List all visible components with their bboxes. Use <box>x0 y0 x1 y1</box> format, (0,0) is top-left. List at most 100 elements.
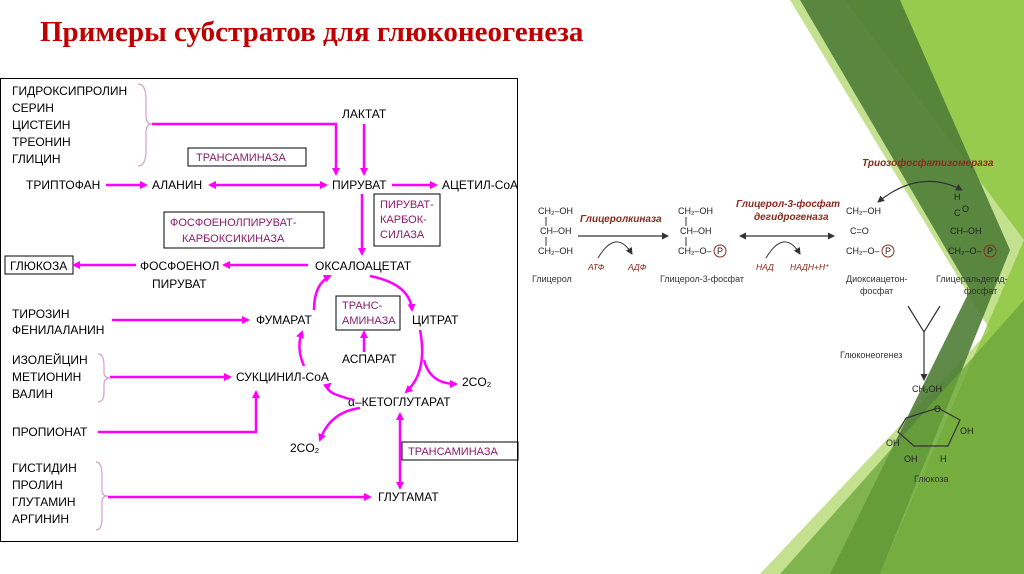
enzyme-glycerol-kinase: Глицеролкиназа <box>580 214 662 225</box>
glycerol-ch2oh-bottom: CH₂–OH <box>538 246 573 256</box>
label-oxaloacetate: ОКСАЛОАЦЕТАТ <box>315 259 412 273</box>
label-adp: АДФ <box>627 262 647 272</box>
glucose-ring: CH₂OH O OH OH OH H Глюкоза <box>886 384 974 484</box>
label-nad: НАД <box>756 262 774 272</box>
arrow-tpi-isomerization <box>877 180 963 203</box>
g3p-structure: CH₂–OH CH–OH CH₂–O– P Глицерол-3-фосфат <box>660 206 744 284</box>
pathway-frame <box>0 78 518 542</box>
enzyme-transaminase-top: ТРАНСАМИНАЗА <box>196 152 287 164</box>
label-valine: ВАЛИН <box>12 387 53 401</box>
arrow-trioses-to-glucose <box>907 305 941 380</box>
dhap-co: C=O <box>850 226 869 236</box>
enzyme-pepck-line2: КАРБОКСИКИНАЗА <box>182 233 285 245</box>
label-histidine: ГИСТИДИН <box>12 461 77 475</box>
amino-group-1: ГИДРОКСИПРОЛИН СЕРИН ЦИСТЕИН ТРЕОНИН ГЛИ… <box>12 83 153 167</box>
green-shape-deep <box>780 300 1024 574</box>
ring-ch2oh: CH₂OH <box>912 384 942 394</box>
label-gluconeogenesis: Глюконеогенез <box>840 350 902 360</box>
enzyme-transaminase-mid-line2: АМИНАЗА <box>342 315 396 327</box>
enzyme-box-pc <box>373 193 441 247</box>
label-acetyl-coa: АЦЕТИЛ-CoA <box>442 178 518 192</box>
dhap-structure: CH₂–OH C=O CH₂–O– P Диоксиацетон- фосфат <box>846 206 907 296</box>
dhap-label-line2: фосфат <box>860 286 893 296</box>
label-pyruvate: ПИРУВАТ <box>332 178 387 192</box>
slide-title: Примеры субстратов для глюконеогенеза <box>40 16 584 48</box>
label-fumarate: ФУМАРАТ <box>256 313 312 327</box>
gap-structure: H O C CH–OH CH₂–O– P Глицеральдегид- фос… <box>936 192 1007 296</box>
ring-h: H <box>940 454 947 464</box>
ring-o: O <box>934 404 941 414</box>
label-citrate: ЦИТРАТ <box>412 313 459 327</box>
g3p-phosphate: P <box>717 246 723 256</box>
label-pep-line2: ПИРУВАТ <box>152 277 207 291</box>
glycerol-ch2oh-top: CH₂–OH <box>538 206 573 216</box>
glycerol-label: Глицерол <box>532 274 572 284</box>
g3p-label: Глицерол-3-фосфат <box>660 274 744 284</box>
gap-ch2op: CH₂–O– <box>948 246 982 256</box>
label-glycine: ГЛИЦИН <box>12 152 61 166</box>
gap-c: C <box>954 208 961 218</box>
dhap-ch2oh: CH₂–OH <box>846 206 881 216</box>
arrow-akg-to-succinylcoa <box>322 382 355 402</box>
label-propionate: ПРОПИОНАТ <box>12 425 88 439</box>
label-cysteine: ЦИСТЕИН <box>12 118 70 132</box>
gap-label-line1: Глицеральдегид- <box>936 274 1007 284</box>
enzyme-transaminase-mid-line1: ТРАНС- <box>342 300 383 312</box>
ring-oh-right: OH <box>960 426 974 436</box>
enzyme-pc-line3: СИЛАЗА <box>380 229 425 241</box>
label-methionine: МЕТИОНИН <box>12 370 81 384</box>
gap-h: H <box>954 192 961 202</box>
enzyme-pc-line2: КАРБОК- <box>380 214 427 226</box>
gap-phosphate: P <box>987 246 993 256</box>
label-phenylalanine: ФЕНИЛАЛАНИН <box>12 323 104 337</box>
gap-label-line2: фосфат <box>964 286 997 296</box>
enzyme-g3p-dh-line1: Глицерол-3-фосфат <box>736 198 840 210</box>
enzyme-g3p-dh-line2: дегидрогеназа <box>754 212 829 223</box>
label-alanine: АЛАНИН <box>152 178 202 192</box>
label-co2-right: 2CO₂ <box>462 375 492 389</box>
label-serine: СЕРИН <box>12 101 54 115</box>
label-alpha-kg: α–КЕТОГЛУТАРАТ <box>348 395 451 409</box>
pathway-arrows <box>72 122 458 501</box>
ring-oh-bottom: OH <box>904 454 918 464</box>
arrow-succinylcoa-to-fumarate <box>296 330 306 367</box>
label-glutamine: ГЛУТАМИН <box>12 495 76 509</box>
label-succinyl-coa: СУКЦИНИЛ-CoA <box>236 370 329 384</box>
arrow-atp-adp <box>597 241 633 259</box>
arrow-citrate-to-akg <box>404 329 424 394</box>
label-atp: АТФ <box>587 262 605 272</box>
arrow-akg-to-co2 <box>318 406 361 442</box>
enzyme-pepck-line1: ФОСФОЕНОЛПИРУВАТ- <box>170 217 297 229</box>
arrow-nad-nadh <box>765 241 801 259</box>
label-isoleucine: ИЗОЛЕЙЦИН <box>12 352 88 367</box>
label-hydroxyproline: ГИДРОКСИПРОЛИН <box>12 84 127 98</box>
glycerol-structure: CH₂–OH CH–OH CH₂–OH Глицерол <box>532 206 573 284</box>
enzyme-transaminase-bottom: ТРАНСАМИНАЗА <box>408 446 499 458</box>
glycerol-choh: CH–OH <box>540 226 572 236</box>
label-aspartate: АСПАРАТ <box>342 352 397 366</box>
ring-oh-left: OH <box>886 438 900 448</box>
label-glutamate: ГЛУТАМАТ <box>378 490 439 504</box>
dhap-ch2op: CH₂–O– <box>846 246 880 256</box>
label-glucose: ГЛЮКОЗА <box>10 259 67 273</box>
label-tyrosine: ТИРОЗИН <box>12 307 70 321</box>
enzyme-box-pepck <box>163 211 325 249</box>
arrow-fumarate-to-oxaloacetate <box>312 274 332 311</box>
label-tryptophan: ТРИПТОФАН <box>26 178 100 192</box>
label-proline: ПРОЛИН <box>12 478 63 492</box>
green-shape-dark <box>800 0 1010 574</box>
glucose-label: Глюкоза <box>914 474 948 484</box>
enzyme-tpi: Триозофосфатизомераза <box>862 157 994 169</box>
g3p-ch2oh: CH₂–OH <box>678 206 713 216</box>
enzyme-box-transaminase-mid <box>335 295 401 331</box>
g3p-ch2op: CH₂–O– <box>678 246 712 256</box>
label-co2-left: 2CO₂ <box>290 441 320 455</box>
label-pep-line1: ФОСФОЕНОЛ <box>140 259 219 273</box>
g3p-choh: CH–OH <box>680 226 712 236</box>
gap-choh: CH–OH <box>950 226 982 236</box>
gap-o: O <box>962 204 969 214</box>
label-nadh: НАДН+Н⁺ <box>790 262 830 272</box>
